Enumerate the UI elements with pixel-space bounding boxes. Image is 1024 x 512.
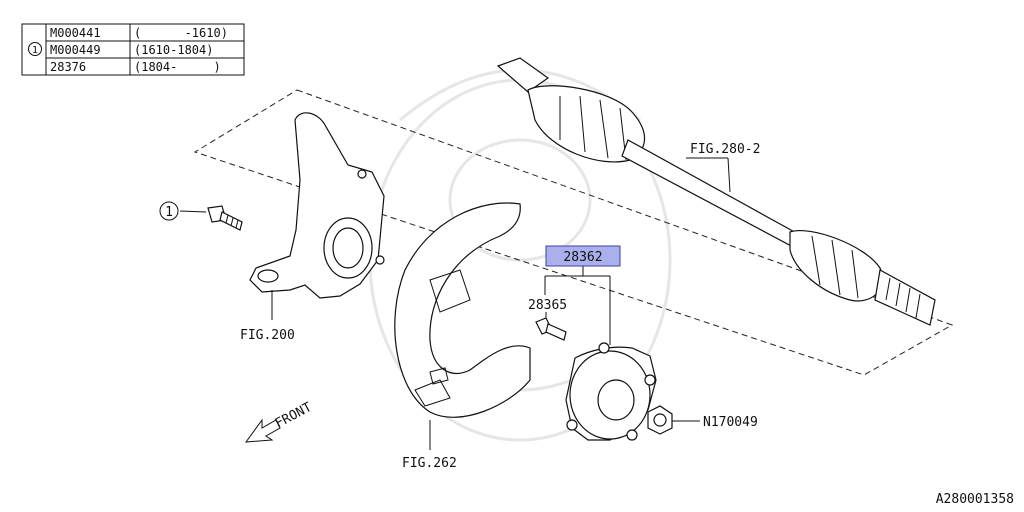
- front-arrow-icon: [244, 418, 281, 443]
- assembly-outline: [193, 89, 954, 376]
- fig-200-label[interactable]: FIG.200: [240, 328, 295, 343]
- fig-280-label[interactable]: FIG.280-2: [690, 142, 760, 157]
- hub-nut: [647, 405, 673, 435]
- diagram-code: A280001358: [936, 492, 1014, 507]
- bolt-callout-circle: [159, 201, 179, 221]
- fig-280-leader: [727, 157, 731, 193]
- steering-knuckle: [249, 112, 385, 299]
- hub-unit: [565, 342, 657, 441]
- table-row-3-range: (1804- ): [134, 60, 221, 74]
- part-28362-label[interactable]: 28362: [563, 250, 602, 265]
- knuckle-bolt: [207, 205, 243, 231]
- dust-shield: [394, 202, 531, 418]
- fig-262-label[interactable]: FIG.262: [402, 456, 457, 471]
- part-28362-highlight[interactable]: [545, 245, 621, 267]
- table-row-1-part: M000441: [50, 26, 101, 40]
- table-row-2-part: M000449: [50, 43, 101, 57]
- drive-shaft: [496, 57, 936, 326]
- front-label: FRONT: [273, 400, 315, 432]
- table-row-2-range: (1610-1804): [134, 43, 213, 57]
- bolt-callout-leader: [179, 210, 207, 213]
- bolt-callout-label[interactable]: 1: [165, 205, 173, 220]
- hub-bolt: [535, 317, 567, 341]
- table-row-1-range: ( -1610): [134, 26, 228, 40]
- table-row-3-part: 28376: [50, 60, 86, 74]
- table-circle-ref: 1: [32, 45, 38, 56]
- part-28362-callout: [544, 266, 611, 345]
- parts-table: 1 M000441 ( -1610) M000449 (1610-1804) 2…: [21, 23, 245, 76]
- part-n170049-label[interactable]: N170049: [703, 415, 758, 430]
- part-28365-label[interactable]: 28365: [528, 298, 567, 313]
